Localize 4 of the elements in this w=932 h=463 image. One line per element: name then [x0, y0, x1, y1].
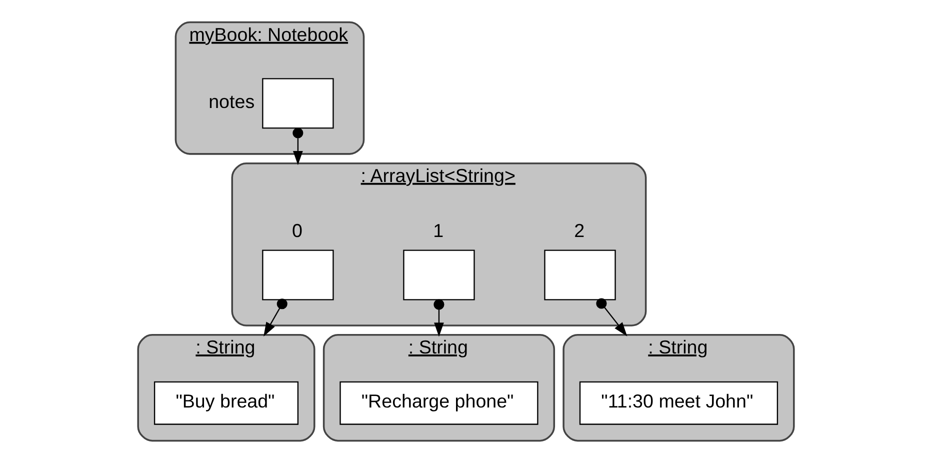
node-label: 2 — [574, 220, 585, 242]
node-label: 0 — [292, 220, 303, 242]
node-label: 1 — [433, 220, 444, 242]
node-label: notes — [208, 90, 255, 112]
